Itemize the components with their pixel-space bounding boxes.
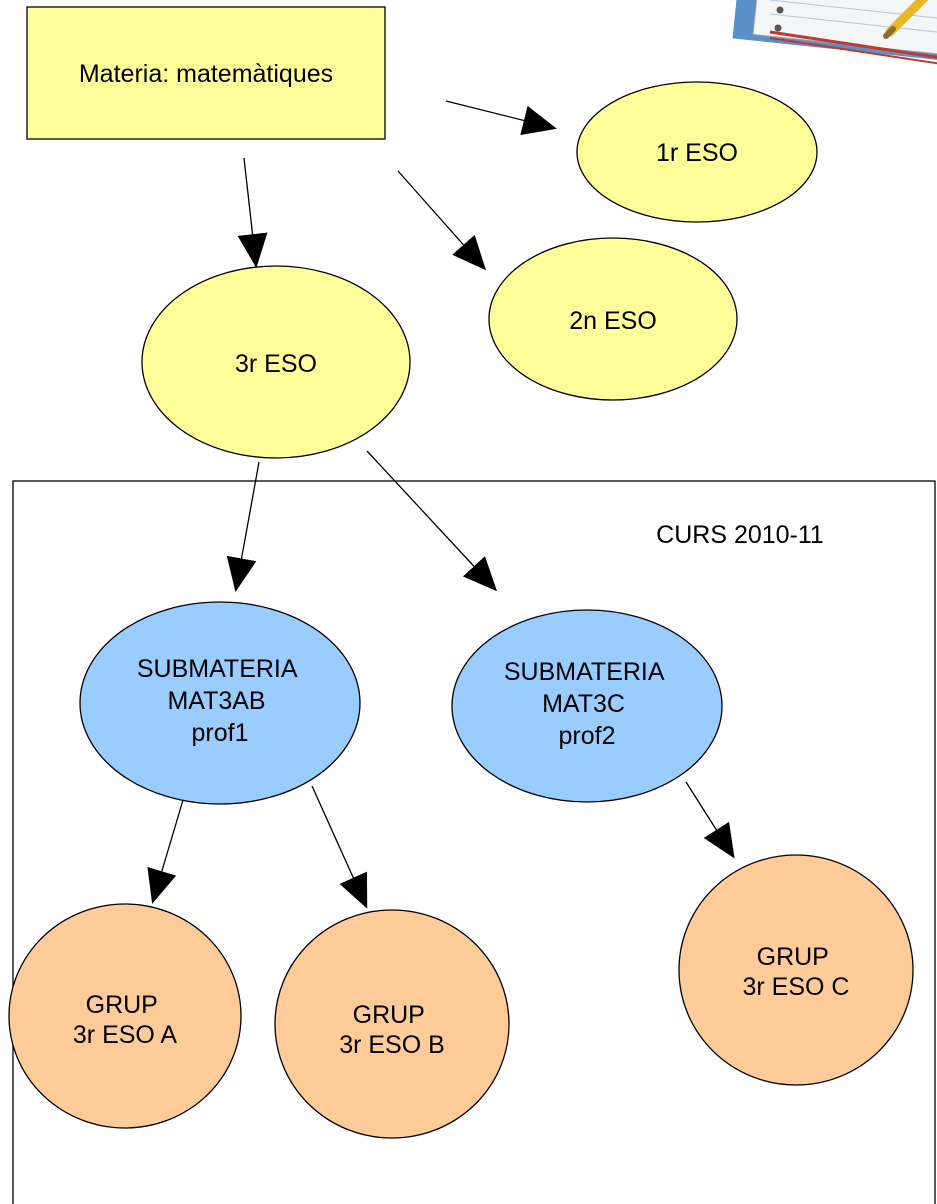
group-line: GRUP xyxy=(353,1001,425,1029)
group-line: GRUP xyxy=(86,991,158,1019)
subsubject-node-mat3c: SUBMATERIA MAT3C prof2 xyxy=(451,609,723,803)
course-label: 2n ESO xyxy=(569,307,657,335)
group-line: GRUP xyxy=(757,943,829,971)
subsubject-line: MAT3AB xyxy=(167,687,265,715)
course-node-1r-eso: 1r ESO xyxy=(576,81,818,223)
group-node-3r-eso-b: GRUP 3r ESO B xyxy=(274,909,510,1139)
subject-box xyxy=(26,6,386,140)
arrow-mat3c-to-group-c xyxy=(685,781,735,859)
arrow-subject-to-2n-eso xyxy=(397,170,486,271)
group-ellipse xyxy=(274,909,510,1139)
arrow-3r-eso-to-mat3c xyxy=(366,450,498,592)
subsubject-ellipse xyxy=(451,609,723,803)
arrow-subject-to-3r-eso xyxy=(237,157,268,268)
group-line: 3r ESO C xyxy=(743,973,850,1001)
subsubject-line: prof2 xyxy=(559,722,616,750)
group-ellipse xyxy=(8,903,242,1129)
subsubject-text: SUBMATERIA MAT3C prof2 xyxy=(504,658,670,750)
arrow-mat3ab-to-group-a xyxy=(147,799,184,904)
group-text: GRUP 3r ESO A xyxy=(73,991,178,1049)
connectors xyxy=(147,100,735,909)
course-node-3r-eso: 3r ESO xyxy=(141,265,411,459)
subject-label: Materia: matemàtiques xyxy=(79,60,333,88)
arrow-subject-to-1r-eso xyxy=(445,100,557,136)
subsubject-node-mat3ab: SUBMATERIA MAT3AB prof1 xyxy=(79,601,361,805)
arrow-mat3ab-to-group-b xyxy=(311,785,368,909)
group-line: 3r ESO A xyxy=(73,1021,178,1049)
course-ellipse xyxy=(141,265,411,459)
course-label: 3r ESO xyxy=(235,350,317,378)
term-frame-label: CURS 2010-11 xyxy=(656,521,824,549)
term-frame xyxy=(12,480,936,1204)
course-label: 1r ESO xyxy=(656,139,738,167)
notebook-with-pencil-icon xyxy=(732,0,937,65)
subsubject-line: SUBMATERIA xyxy=(504,658,665,686)
group-line: 3r ESO B xyxy=(339,1031,445,1059)
subsubject-line: prof1 xyxy=(192,719,249,747)
subsubject-line: SUBMATERIA xyxy=(137,655,298,683)
arrow-3r-eso-to-mat3ab xyxy=(226,461,260,592)
course-ellipse xyxy=(488,237,738,401)
subsubject-ellipse xyxy=(79,601,361,805)
subsubject-text: SUBMATERIA MAT3AB prof1 xyxy=(137,655,303,747)
subject-node: Materia: matemàtiques xyxy=(26,6,386,140)
group-text: GRUP 3r ESO C xyxy=(743,943,850,1001)
course-ellipse xyxy=(576,81,818,223)
group-ellipse xyxy=(678,854,914,1086)
subsubject-line: MAT3C xyxy=(542,690,625,718)
group-text: GRUP 3r ESO B xyxy=(339,1001,445,1059)
group-node-3r-eso-a: GRUP 3r ESO A xyxy=(8,903,242,1129)
course-node-2n-eso: 2n ESO xyxy=(488,237,738,401)
group-node-3r-eso-c: GRUP 3r ESO C xyxy=(678,854,914,1086)
